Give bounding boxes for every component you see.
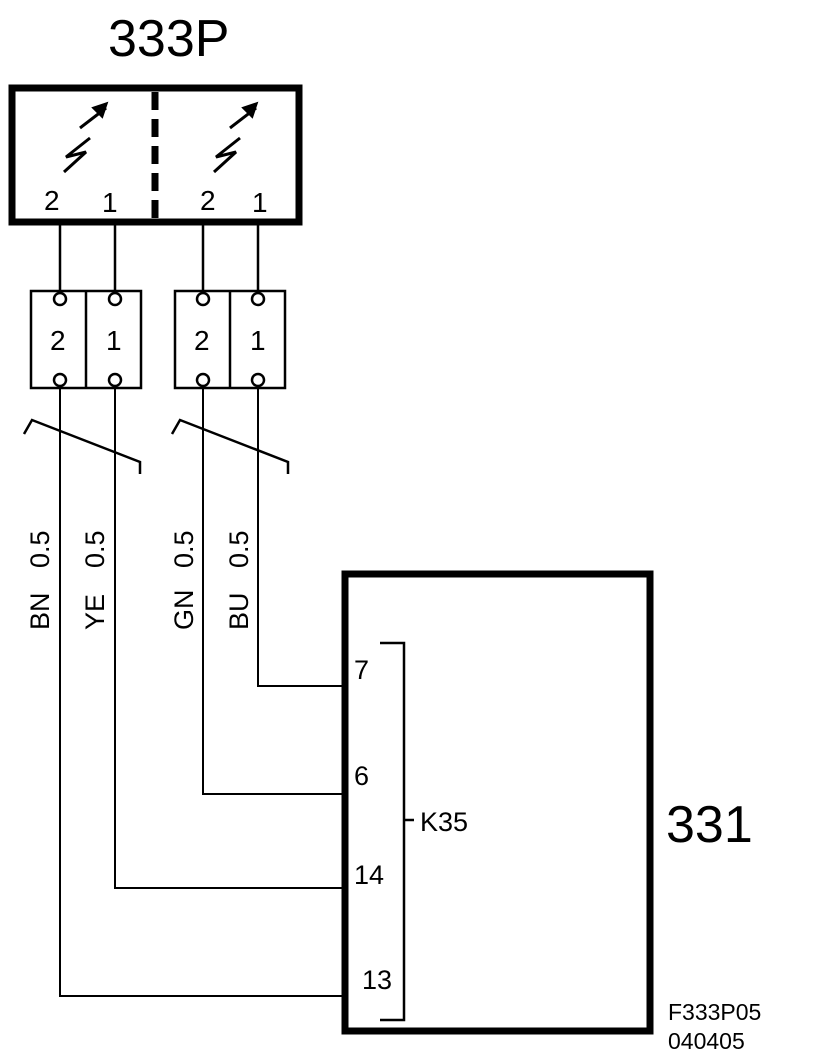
- wire-bu: [258, 386, 346, 686]
- terminal-14: 14: [354, 860, 384, 890]
- sensor-right-pin-2: 2: [200, 185, 216, 216]
- sensor-left-pin-1: 1: [102, 187, 118, 218]
- terminal-7: 7: [354, 655, 369, 685]
- connector-right: [175, 291, 285, 388]
- wire-bn-color: BN: [25, 592, 55, 630]
- terminal-6: 6: [354, 761, 369, 791]
- wire-bu-color: BU: [224, 592, 254, 630]
- sensor-left-icon: [64, 104, 106, 172]
- wire-bn-size: 0.5: [25, 530, 55, 568]
- sensor-right-icon: [214, 104, 256, 172]
- component-333p-label: 333P: [108, 10, 229, 68]
- connector-left: [31, 291, 141, 388]
- connector-right-pin-1: 1: [250, 325, 266, 356]
- wire-ye-color: YE: [80, 594, 110, 630]
- wire-gn: [203, 386, 346, 794]
- diagram-code: F333P05: [668, 999, 761, 1025]
- twisted-pair-left-icon: [24, 420, 140, 474]
- sensor-to-connector-wires: [60, 225, 258, 292]
- connector-right-pin-2: 2: [194, 325, 210, 356]
- twisted-pair-right-icon: [172, 420, 288, 474]
- component-331-label: 331: [666, 796, 753, 854]
- connector-left-pin-1: 1: [106, 325, 122, 356]
- wire-gn-color: GN: [169, 590, 199, 631]
- diagram-date: 040405: [668, 1028, 745, 1054]
- wire-ye: [115, 386, 346, 888]
- connector-left-pin-2: 2: [50, 325, 66, 356]
- connector-k35-bracket: [380, 643, 414, 1020]
- sensor-left-pin-2: 2: [44, 185, 60, 216]
- wire-ye-size: 0.5: [80, 530, 110, 568]
- wire-gn-size: 0.5: [169, 530, 199, 568]
- wire-bu-size: 0.5: [224, 530, 254, 568]
- sensor-right-pin-1: 1: [252, 187, 268, 218]
- connector-k35-label: K35: [420, 807, 468, 837]
- terminal-13: 13: [362, 965, 392, 995]
